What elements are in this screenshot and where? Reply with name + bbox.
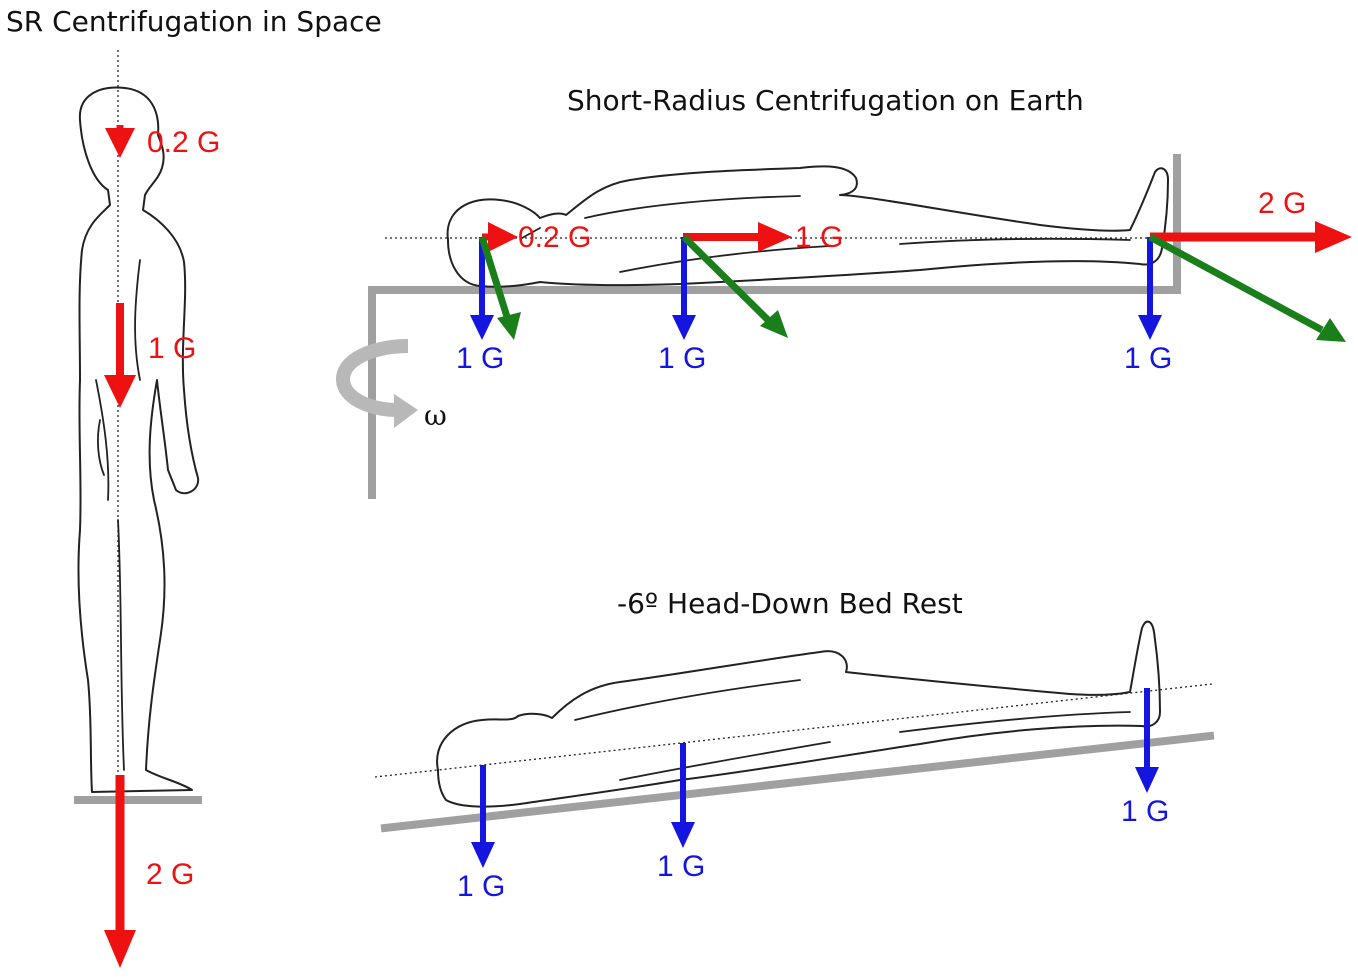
earth-feet-resultant-shaft <box>1148 233 1324 334</box>
earth-hip-force-label: 1 G <box>795 221 843 254</box>
earth-head-gravity-label: 1 G <box>456 342 504 375</box>
earth-hip-resultant-shaft <box>681 234 773 325</box>
earth-feet-gravity-label: 1 G <box>1124 342 1172 375</box>
bedrest-feet-gravity-head <box>1135 767 1159 793</box>
earth-hip-gravity-label: 1 G <box>658 342 706 375</box>
title-bedrest: -6º Head-Down Bed Rest <box>617 587 963 620</box>
bedrest-head-gravity-head <box>471 842 495 868</box>
rotation-arrow-icon <box>336 339 418 428</box>
centrifuge-lying-figure <box>446 165 1169 288</box>
centrifuge-frame <box>368 154 1181 499</box>
bedrest-hip-gravity-label: 1 G <box>657 850 705 883</box>
bedrest-head-gravity-label: 1 G <box>457 870 505 903</box>
tilted-bed <box>380 731 1215 833</box>
earth-head-force-label: 0.2 G <box>518 221 591 254</box>
earth-feet-resultant-head <box>1316 318 1346 342</box>
bedrest-feet-gravity-label: 1 G <box>1121 795 1169 828</box>
earth-feet-gravity-head <box>1138 315 1162 340</box>
bedrest-lying-figure <box>436 620 1161 808</box>
title-space: SR Centrifugation in Space <box>6 5 382 38</box>
space-hip-arrow-head <box>104 375 136 408</box>
earth-head-resultant-head <box>497 312 521 340</box>
standing-figure <box>77 86 200 793</box>
rotation-omega-label: ω <box>424 399 447 432</box>
title-earth: Short-Radius Centrifugation on Earth <box>567 84 1084 117</box>
earth-hip-arrow-head <box>758 222 792 252</box>
earth-hip-resultant-head <box>760 310 788 338</box>
bedrest-hip-gravity-head <box>671 822 695 848</box>
space-head-force-label: 0.2 G <box>147 126 220 159</box>
earth-feet-arrow-head <box>1315 221 1352 253</box>
space-feet-arrow-head <box>104 930 136 968</box>
earth-feet-force-label: 2 G <box>1258 187 1306 220</box>
space-head-arrow-head <box>105 128 135 158</box>
space-feet-force-label: 2 G <box>146 858 194 891</box>
earth-head-resultant-shaft <box>478 235 512 322</box>
bedrest-body-axis <box>374 683 1213 778</box>
space-hip-force-label: 1 G <box>148 332 196 365</box>
earth-head-arrow-head <box>488 222 518 252</box>
earth-head-gravity-head <box>470 315 494 340</box>
earth-hip-gravity-head <box>672 315 696 340</box>
